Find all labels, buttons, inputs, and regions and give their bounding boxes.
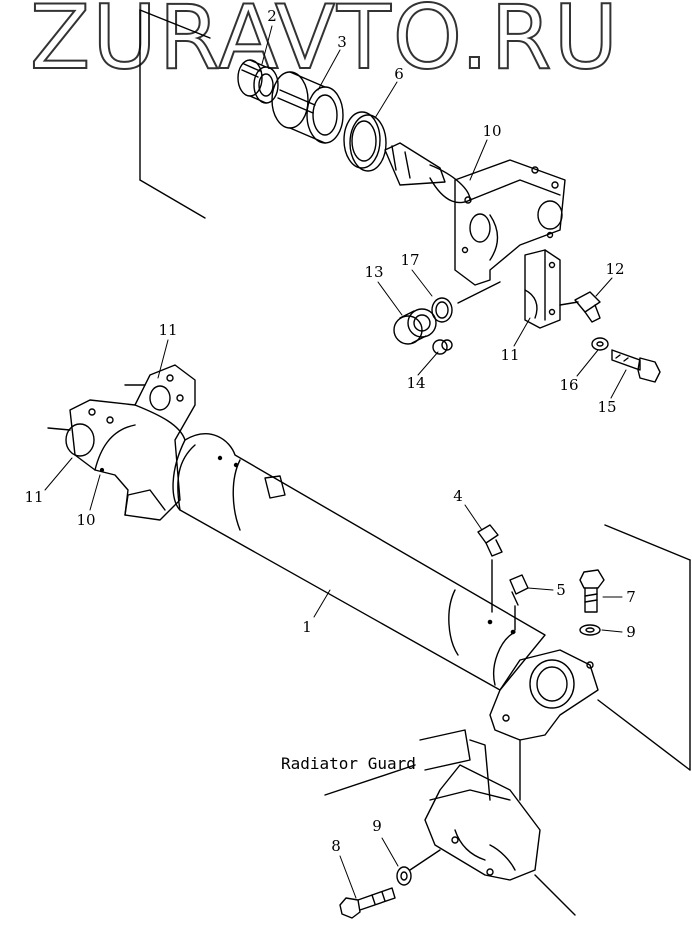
- callout-16: 16: [559, 376, 579, 394]
- callout-7: 7: [626, 588, 636, 606]
- leader-lines: [44, 25, 627, 899]
- part-12-fitting: [559, 291, 601, 323]
- part-15-bolt: [611, 349, 661, 383]
- part-1-right-bracket: [489, 649, 599, 741]
- part-14-plug: [432, 339, 453, 355]
- callout-6: 6: [394, 65, 404, 83]
- callout-3: 3: [337, 33, 347, 51]
- upper-frame-lines: [139, 9, 211, 219]
- callout-10-upper: 10: [482, 122, 502, 140]
- part-16-washer: [591, 337, 609, 351]
- part-6-ring: [343, 111, 387, 172]
- radiator-guard-frame: [324, 729, 521, 801]
- callout-10-lower: 10: [76, 511, 96, 529]
- callout-4: 4: [453, 487, 463, 505]
- part-13-bushing: [393, 308, 437, 345]
- callout-11-left-top: 11: [158, 321, 178, 339]
- part-4-elbow-fitting: [477, 524, 503, 613]
- part-9-washer-lower: [396, 866, 412, 886]
- part-10-shaft-bracket: [384, 142, 566, 286]
- callout-2: 2: [267, 7, 277, 25]
- callout-9-lower: 9: [372, 817, 382, 835]
- callout-11-upper: 11: [500, 346, 520, 364]
- callout-8: 8: [331, 837, 341, 855]
- callout-12: 12: [605, 260, 625, 278]
- part-8-bolt: [339, 887, 396, 919]
- callout-15: 15: [597, 398, 617, 416]
- part-10-left-bracket: [47, 364, 196, 521]
- callout-17: 17: [400, 251, 420, 269]
- callout-9-upper: 9: [626, 623, 636, 641]
- radiator-guard-bracket: [409, 764, 576, 916]
- part-5-fitting: [509, 574, 529, 631]
- part-1-axle: [172, 433, 546, 691]
- part-11-cap: [524, 249, 561, 329]
- part-7-bolt: [579, 569, 605, 613]
- radiator-guard-caption: Radiator Guard: [281, 754, 416, 773]
- callout-14: 14: [406, 374, 426, 392]
- callout-13: 13: [364, 263, 384, 281]
- part-2-bushing: [237, 59, 279, 104]
- callout-5: 5: [556, 581, 566, 599]
- watermark: ZURAVTO.RU: [29, 0, 621, 89]
- part-3-sleeve: [271, 71, 344, 144]
- callout-11-left: 11: [24, 488, 44, 506]
- part-17-seal: [431, 281, 501, 323]
- callout-1: 1: [302, 618, 312, 636]
- part-9-washer-upper: [579, 624, 601, 636]
- right-frame-lines: [597, 524, 691, 771]
